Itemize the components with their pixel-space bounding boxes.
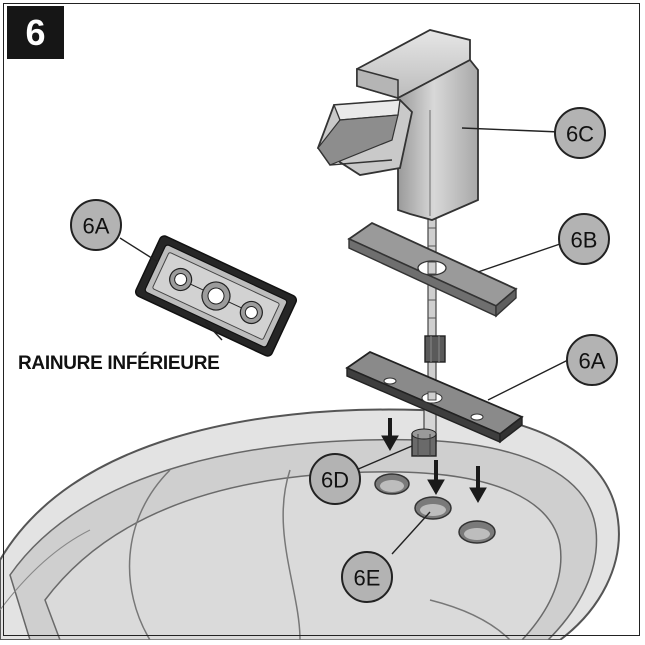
sink-hole-right xyxy=(458,520,496,544)
loose-gasket xyxy=(134,235,298,357)
callout-6b: 6B xyxy=(571,228,598,253)
leader-lines xyxy=(119,127,569,555)
step-number-badge: 6 xyxy=(7,6,64,59)
sink-hole-left xyxy=(374,473,410,495)
sink-basin xyxy=(0,408,620,641)
callout-6c: 6C xyxy=(566,122,594,147)
down-arrow-icon xyxy=(381,418,399,452)
down-arrow-icon xyxy=(427,460,445,496)
callout-6a-installed: 6A xyxy=(579,349,606,374)
sink-hole-center xyxy=(414,496,452,520)
mounting-nut xyxy=(411,428,437,457)
faucet-body xyxy=(316,29,479,221)
callout-6e: 6E xyxy=(354,566,381,591)
down-arrow-icon xyxy=(469,466,487,504)
cover-plate xyxy=(347,221,518,318)
bottom-groove-caption: RAINURE INFÉRIEURE xyxy=(18,353,220,374)
escutcheon-gasket xyxy=(345,350,524,444)
shank-nut xyxy=(424,335,446,363)
callout-6a-loose: 6A xyxy=(83,214,110,239)
callout-6d: 6D xyxy=(321,468,349,493)
